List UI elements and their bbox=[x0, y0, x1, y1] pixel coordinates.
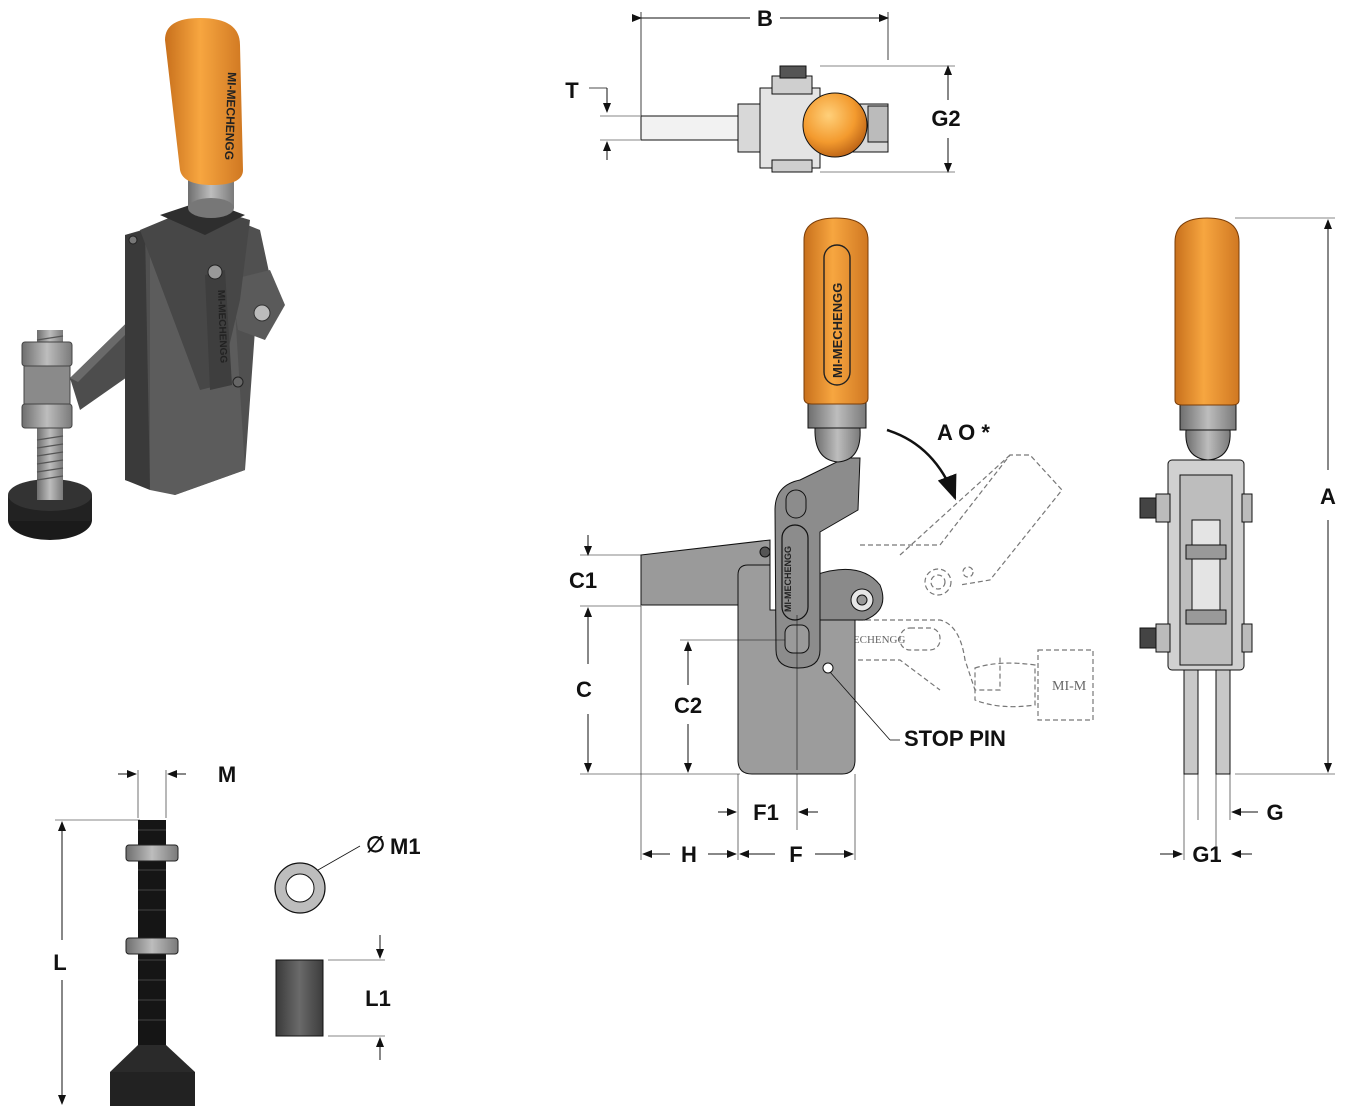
dim-label-c1: C1 bbox=[569, 568, 597, 593]
diameter-symbol: ∅ bbox=[366, 832, 385, 857]
ghost-handle-brand-text: MI-M bbox=[1052, 679, 1087, 694]
dim-label-l: L bbox=[53, 950, 66, 975]
dim-label-m1: M1 bbox=[390, 834, 421, 859]
dim-label-l1: L1 bbox=[365, 986, 391, 1011]
side-view: MI-MECHENGG MI-M MI-MECHENGG MI-MECHENGG… bbox=[569, 217, 1094, 867]
side-handle-brand-text: MI-MECHENGG bbox=[830, 283, 845, 378]
dim-label-b: B bbox=[757, 6, 773, 31]
dim-label-ao: A O * bbox=[937, 420, 990, 445]
dim-label-t: T bbox=[565, 78, 579, 103]
side-link-brand-text: MI-MECHENGG bbox=[783, 546, 793, 612]
top-view: B T G2 bbox=[565, 6, 961, 173]
dim-label-c2: C2 bbox=[674, 693, 702, 718]
dim-label-f: F bbox=[789, 842, 802, 867]
iso-handle-brand-text: MI-MECHENGG bbox=[222, 72, 239, 160]
front-view: A G G1 bbox=[1139, 217, 1336, 867]
spindle-detail: M L ∅ M1 L1 bbox=[53, 762, 421, 1106]
dim-label-g1: G1 bbox=[1192, 842, 1221, 867]
iso-view: MI-MECHENGG MI-MECHENGG bbox=[8, 18, 285, 540]
iso-brand-text: MI-MECHENGG bbox=[215, 290, 229, 364]
stop-pin-label: STOP PIN bbox=[904, 726, 1006, 751]
dim-label-g: G bbox=[1266, 800, 1283, 825]
dim-label-a: A bbox=[1320, 484, 1336, 509]
dim-label-m: M bbox=[218, 762, 236, 787]
dim-label-h: H bbox=[681, 842, 697, 867]
dim-label-c: C bbox=[576, 677, 592, 702]
dim-label-f1: F1 bbox=[753, 800, 779, 825]
dim-label-g2: G2 bbox=[931, 106, 960, 131]
